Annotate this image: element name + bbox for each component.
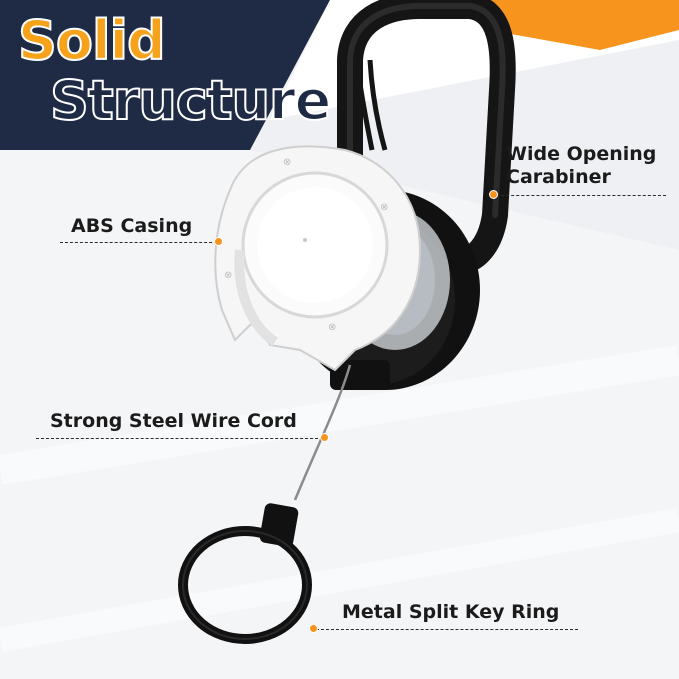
callout-wire: Strong Steel Wire Cord [50, 410, 297, 432]
leader-carabiner [496, 195, 666, 196]
callout-carabiner-line2: Carabiner [506, 166, 611, 189]
callout-carabiner: Wide Opening Carabiner [506, 143, 656, 189]
marker-casing [214, 237, 223, 246]
navy-corner-panel [0, 0, 330, 150]
marker-wire [320, 433, 329, 442]
callout-ring: Metal Split Key Ring [342, 601, 560, 623]
steel-wire [293, 364, 352, 501]
leader-wire [36, 438, 328, 439]
leader-ring [316, 629, 578, 630]
leader-casing [60, 242, 222, 243]
callout-casing: ABS Casing [71, 215, 193, 237]
marker-ring [309, 624, 318, 633]
marker-carabiner [489, 190, 498, 199]
title-line-2: Structure [49, 69, 332, 132]
svg-text:⊗: ⊗ [224, 270, 232, 281]
svg-text:⊗: ⊗ [380, 202, 388, 213]
title-line-1: Solid [17, 9, 167, 72]
svg-text:⊗: ⊗ [328, 322, 336, 333]
abs-casing: ⊗ ⊗ ⊗ ⊗ [214, 145, 422, 372]
svg-text:⊗: ⊗ [283, 157, 291, 168]
carabiner [337, 0, 516, 274]
callout-carabiner-line1: Wide Opening [506, 143, 657, 165]
split-key-ring [178, 526, 312, 644]
